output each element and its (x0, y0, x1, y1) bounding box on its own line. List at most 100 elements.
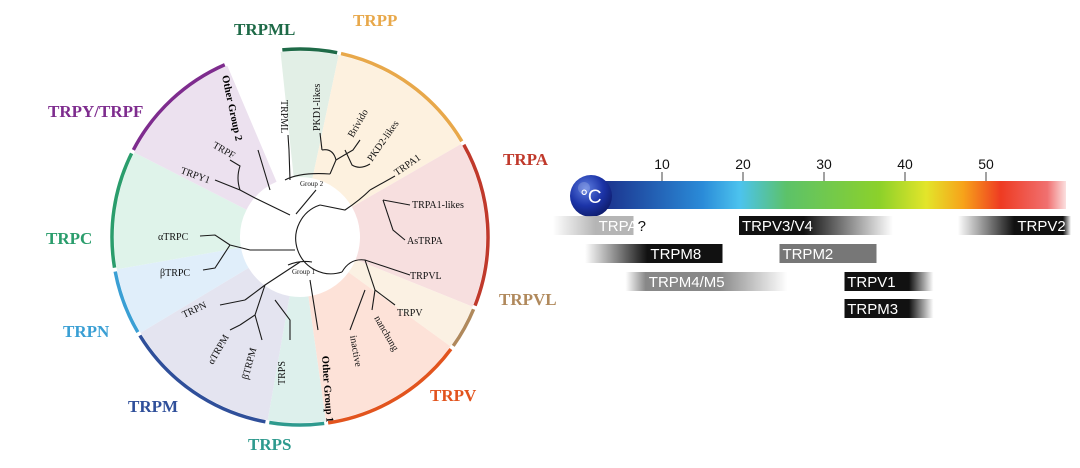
root-arc (295, 204, 343, 275)
trpa1-branch (369, 175, 396, 191)
uncertain-mark: ? (638, 218, 646, 235)
pkd1-branch (319, 132, 323, 151)
group2-branch (295, 189, 317, 215)
btrpc-branch (202, 244, 231, 271)
group1-node (287, 260, 313, 266)
clade-arcs (110, 47, 490, 427)
channel-label: TRPM8 (650, 246, 701, 263)
other-group2-branch (257, 149, 271, 191)
leaf-trpvl: TRPVL (410, 271, 442, 282)
atrpm-branch (229, 324, 241, 331)
trpy1-branch (214, 179, 241, 191)
channel-label: TRPM4/M5 (649, 274, 725, 291)
arc-trpp (340, 51, 464, 143)
channel-label: TRPV2 (1017, 218, 1065, 235)
tick-label: 30 (816, 156, 832, 172)
group2-label: Group 2 (300, 180, 324, 188)
channel-bar-trpv1 (844, 272, 934, 291)
arc-trpa (462, 143, 490, 307)
leaf-pkd1-likes: PKD1-likes (312, 84, 323, 131)
leaf-trpml: TRPML (278, 100, 289, 133)
trps-branch (274, 299, 291, 340)
thermometer-bulb-icon (570, 175, 612, 217)
channel-label: TRPV3/V4 (742, 218, 813, 235)
sector-trpp (312, 55, 462, 207)
channel-bar-trpm4-m5 (625, 272, 788, 291)
leaf-btrpc: βTRPC (160, 268, 190, 279)
trpml-branch (287, 134, 291, 181)
channel-bar-trpm2 (779, 244, 877, 263)
sector-trpc (113, 152, 247, 270)
family-label-trpn: TRPN (63, 322, 110, 341)
clade-sectors (113, 51, 487, 423)
other-group1-label: Other Group 1 (319, 355, 335, 422)
tick-label: 50 (978, 156, 994, 172)
tree-branches (199, 132, 411, 341)
channel-label: TRPA1 (599, 218, 646, 235)
other-group1-branch (309, 279, 319, 331)
channel-label: TRPM2 (782, 246, 833, 263)
channel-label: TRPV1 (847, 274, 895, 291)
family-label-trpml: TRPML (234, 20, 295, 39)
phylogenetic-tree: TRPML TRPP TRPA TRPVL TRPV TRPS TRPM TRP… (46, 11, 557, 454)
tick-label: 10 (654, 156, 670, 172)
atrpc-branch (199, 234, 231, 246)
sector-trpa (351, 144, 487, 307)
channel-bar-trpv2 (957, 216, 1072, 235)
group2-node (284, 173, 331, 181)
family-label-trpp: TRPP (353, 11, 397, 30)
family-label-trpa: TRPA (503, 150, 549, 169)
tick-label: 40 (897, 156, 913, 172)
temperature-gradient-bar (600, 181, 1066, 209)
channel-bar-trpm8 (585, 244, 723, 263)
family-label-trpc: TRPC (46, 229, 92, 248)
trpvl-trpv-branch (341, 259, 411, 276)
sector-trpv (308, 272, 451, 422)
trpy-branch (239, 189, 291, 216)
trpc-branch (229, 244, 295, 251)
channel-bar-trpv3-v4 (738, 216, 893, 235)
trpf-branch (229, 159, 241, 191)
channel-bar-trpa1 (552, 216, 634, 235)
sector-trpvl (348, 259, 473, 347)
trpa1-likes-branch (382, 199, 411, 206)
inactive-branch (349, 289, 366, 331)
trpa-branch (319, 189, 371, 211)
trpn-branch (219, 299, 246, 306)
temperature-unit: °C (580, 187, 601, 208)
channel-bar-trpm3 (844, 299, 934, 318)
family-label-trpy-trpf: TRPY/TRPF (48, 102, 143, 121)
leaf-trpv: TRPV (397, 308, 423, 319)
family-label-trpm: TRPM (128, 397, 178, 416)
arc-trpm (138, 334, 266, 424)
btrpm-branch (254, 314, 263, 341)
leaf-trps: TRPS (277, 361, 288, 385)
temperature-ticks: 10 20 30 40 50 (654, 156, 994, 182)
arc-trpv (327, 348, 453, 425)
sector-trpm (140, 267, 290, 421)
family-label-trpvl: TRPVL (499, 290, 557, 309)
sector-trpy (134, 65, 277, 210)
arc-trpc (110, 152, 134, 268)
nanchung-branch (371, 289, 376, 311)
arc-trpy (131, 63, 226, 151)
arc-trpn (113, 271, 140, 334)
sector-trpn (116, 247, 249, 333)
astrpa-branch (382, 199, 406, 241)
arc-trps (269, 420, 325, 427)
arc-trpvl (451, 308, 476, 347)
sector-trpml (280, 51, 339, 179)
leaf-trpa1-likes: TRPA1-likes (412, 200, 464, 211)
pkd2-branch (344, 149, 371, 168)
tick-label: 20 (735, 156, 751, 172)
sector-trps (267, 296, 326, 423)
leaf-atrpc: αTRPC (158, 232, 189, 243)
leaf-astrpa: AsTRPA (407, 236, 444, 247)
arc-trpml (282, 47, 338, 55)
channel-label: TRPM3 (847, 301, 898, 318)
family-label-trpv: TRPV (430, 386, 477, 405)
family-label-trps: TRPS (248, 435, 291, 454)
